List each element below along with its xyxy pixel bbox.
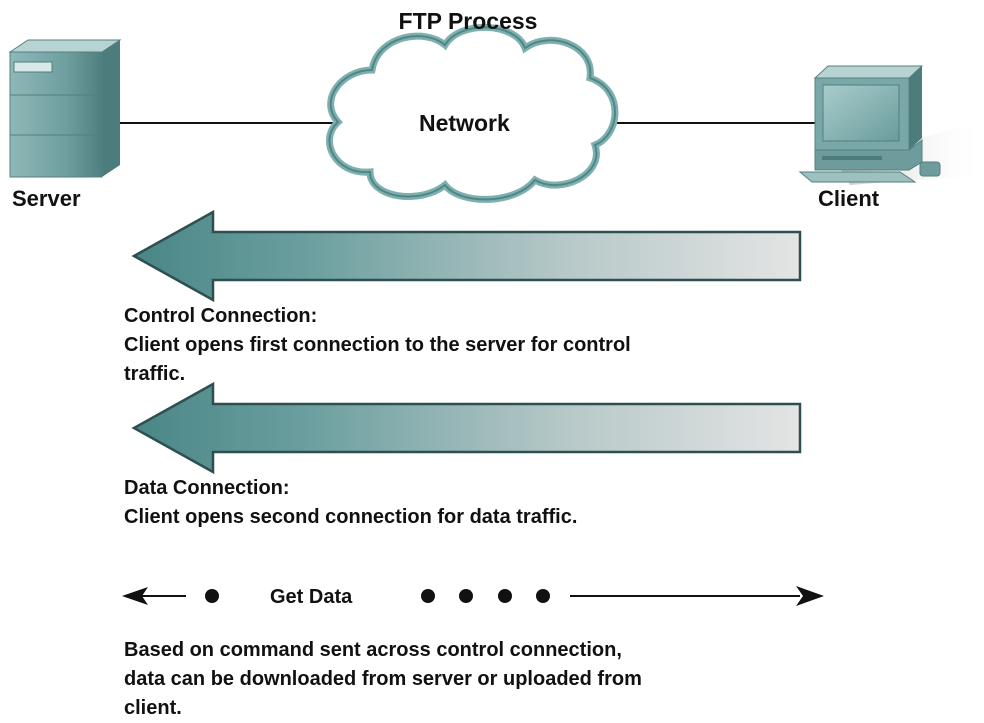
data-connection-arrow bbox=[131, 381, 802, 475]
control-connection-description: Control Connection: Client opens first c… bbox=[124, 302, 631, 389]
data-dot bbox=[205, 589, 219, 603]
data-dot bbox=[421, 589, 435, 603]
footer-line-3: client. bbox=[124, 697, 182, 719]
right-arrowhead bbox=[796, 586, 824, 606]
data-dot bbox=[536, 589, 550, 603]
footer-description: Based on command sent across control con… bbox=[124, 636, 642, 723]
left-arrowhead bbox=[122, 587, 148, 605]
data-connection-description: Data Connection: Client opens second con… bbox=[124, 474, 577, 532]
data-connection-line-1: Client opens second connection for data … bbox=[124, 506, 578, 528]
computer-icon bbox=[798, 65, 984, 185]
footer-line-1: Based on command sent across control con… bbox=[124, 639, 622, 661]
control-connection-line-1: Client opens first connection to the ser… bbox=[124, 334, 631, 356]
footer-line-2: data can be downloaded from server or up… bbox=[124, 668, 642, 690]
data-connection-heading: Data Connection: bbox=[124, 477, 290, 499]
server-label: Server bbox=[12, 186, 81, 211]
control-connection-arrow bbox=[131, 209, 802, 303]
network-label: Network bbox=[419, 110, 510, 136]
control-connection-heading: Control Connection: bbox=[124, 305, 318, 327]
client-label: Client bbox=[818, 186, 880, 211]
data-dot bbox=[498, 589, 512, 603]
get-data-line bbox=[122, 586, 824, 606]
get-data-label: Get Data bbox=[270, 586, 353, 608]
server-icon bbox=[8, 39, 122, 178]
control-connection-line-2: traffic. bbox=[124, 363, 186, 385]
data-dot bbox=[459, 589, 473, 603]
cloud-icon bbox=[326, 23, 619, 203]
diagram-title: FTP Process bbox=[398, 8, 538, 34]
